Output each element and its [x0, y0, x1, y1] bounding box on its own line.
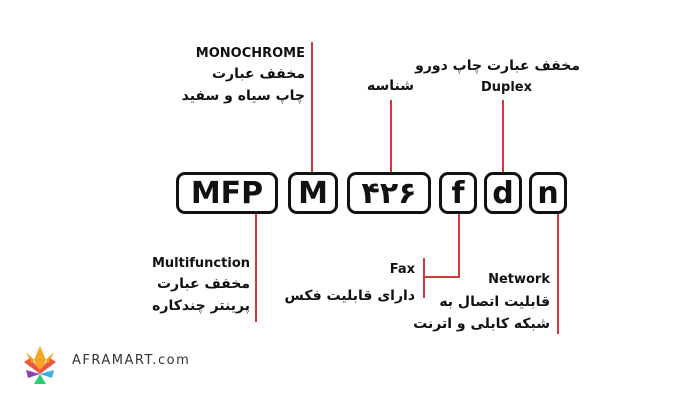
segment-box-f: f	[439, 172, 477, 214]
connector-line-monochrome	[311, 42, 313, 172]
connector-line-fax-horizontal	[424, 276, 460, 278]
multifunction-label-fa-line2: پرینتر چندکاره	[152, 298, 250, 314]
segment-text-d: d	[492, 175, 514, 211]
connector-line-fax-tick	[423, 258, 425, 298]
segment-text-m: M	[298, 175, 328, 211]
brand-name: AFRAMART.com	[72, 353, 191, 368]
segment-box-m: M	[288, 172, 338, 214]
monochrome-label-fa-line2: چاپ سیاه و سفید	[181, 88, 305, 104]
connector-line-duplex	[502, 100, 504, 172]
segment-text-f: f	[451, 175, 465, 211]
connector-line-id	[390, 100, 392, 172]
brand-logo-icon	[24, 346, 56, 384]
connector-line-fax-vertical	[458, 214, 460, 278]
network-label-en: Network	[488, 272, 550, 287]
monochrome-label-en: MONOCHROME	[195, 46, 305, 61]
network-label-fa-line2: شبکه کابلی و اترنت	[413, 316, 550, 332]
segment-box-d: d	[484, 172, 522, 214]
segment-text-n: n	[537, 175, 559, 211]
network-label-fa-line1: قابلیت اتصال به	[439, 294, 550, 310]
segment-text-number: ۴۲۶	[361, 175, 417, 211]
segment-box-number: ۴۲۶	[347, 172, 431, 214]
segment-text-mfp: MFP	[190, 175, 264, 211]
segment-box-n: n	[529, 172, 567, 214]
monochrome-label-fa-line1: مخفف عبارت	[211, 66, 305, 82]
multifunction-label-fa-line1: مخفف عبارت	[156, 276, 250, 292]
connector-line-network	[557, 214, 559, 334]
segment-box-mfp: MFP	[176, 172, 278, 214]
connector-line-multifunction	[255, 214, 257, 322]
fax-label-fa: دارای قابلیت فکس	[284, 288, 415, 304]
multifunction-label-en: Multifunction	[151, 256, 250, 271]
duplex-label-fa: مخفف عبارت چاپ دورو	[415, 58, 580, 74]
duplex-label-en: Duplex	[480, 80, 532, 95]
id-label-fa: شناسه	[367, 78, 414, 94]
fax-label-en: Fax	[389, 262, 415, 277]
